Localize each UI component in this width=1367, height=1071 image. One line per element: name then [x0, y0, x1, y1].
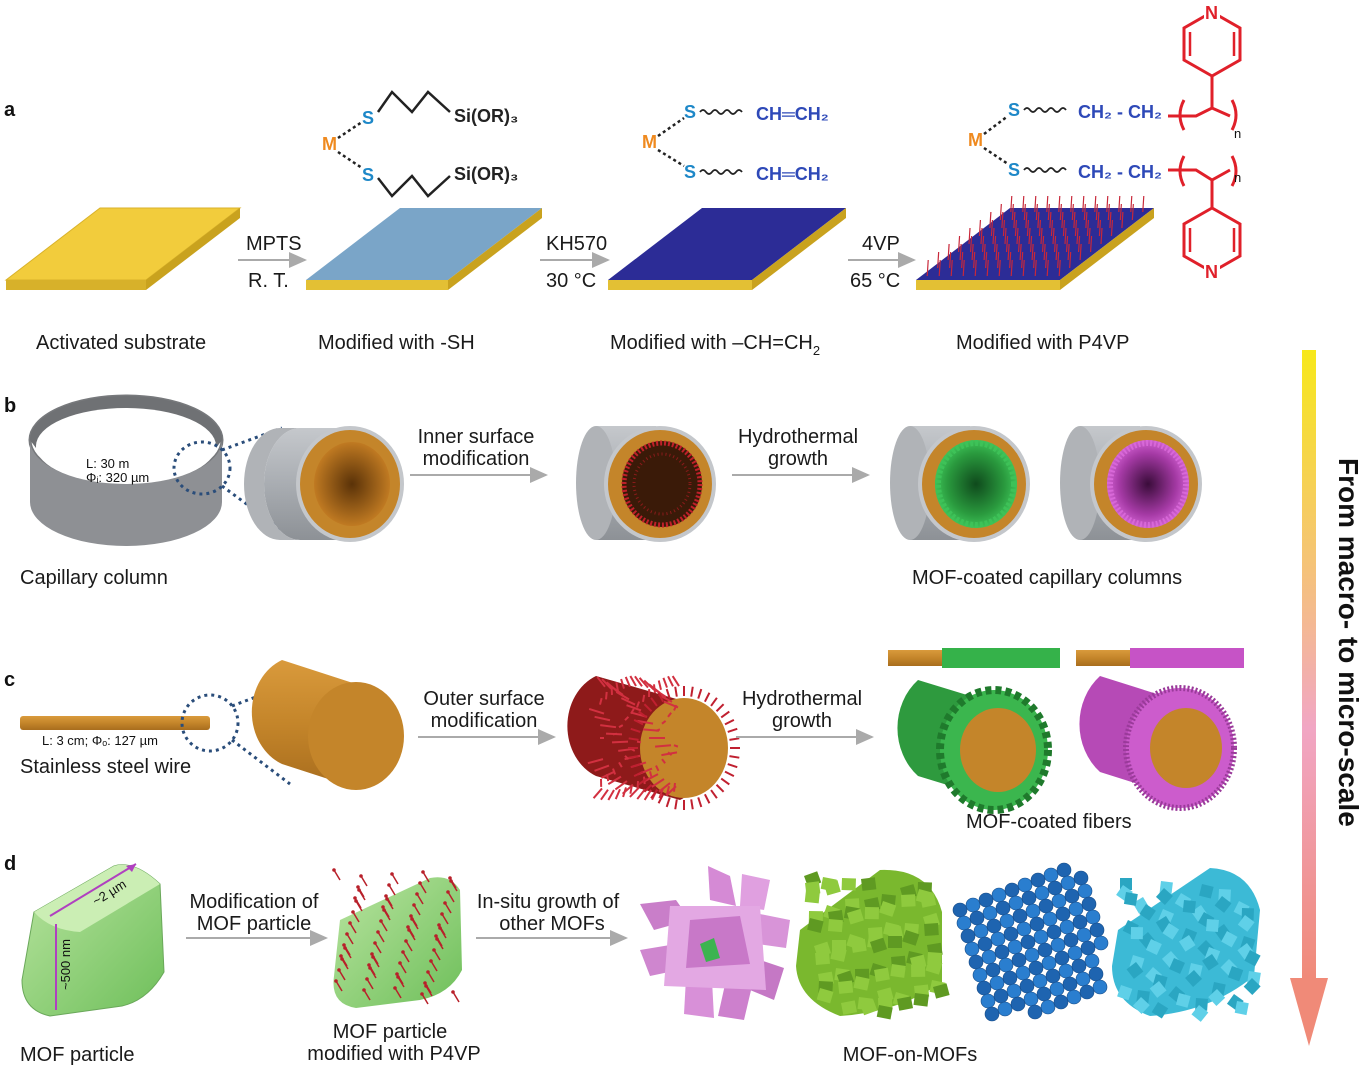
- substrate-vinyl: [608, 208, 846, 290]
- label-modified-vinyl: Modified with –CH=CH2: [610, 332, 820, 358]
- fiber-magenta: [1079, 676, 1237, 811]
- step-hydro-c1: Hydrothermal: [742, 688, 862, 710]
- step-hydro-c2: growth: [772, 710, 832, 732]
- nitrogen-top: N: [1205, 3, 1218, 23]
- step-mod-particle-2: MOF particle: [197, 913, 311, 935]
- zoom-circle-b: [172, 440, 232, 496]
- capillary-tube-modified: [576, 426, 716, 542]
- label-mof-on-mofs: MOF-on-MOFs: [843, 1044, 977, 1066]
- sulfur-v1: S: [684, 102, 696, 122]
- steel-rod-zoom: [251, 660, 404, 790]
- step-insitu-1: In-situ growth of: [477, 891, 620, 913]
- width-label: ~500 nm: [58, 939, 73, 990]
- step-outer-1: Outer surface: [423, 688, 544, 710]
- capillary-diameter: Φᵢ: 320 µm: [86, 470, 149, 485]
- ch2-bottom: CH₂ - CH₂: [1078, 162, 1162, 182]
- label-mof-particle: MOF particle: [20, 1044, 134, 1066]
- zoom-line-c2: [231, 738, 291, 786]
- mof-particle-modified: [332, 868, 462, 1008]
- sulfur-bottom: S: [362, 165, 374, 185]
- step-outer-2: modification: [431, 710, 538, 732]
- vinyl-structure: M S S CH═CH₂ CH═CH₂: [642, 102, 829, 184]
- label-modified-p4vp: Modified with P4VP: [956, 332, 1129, 354]
- label-modified-sh: Modified with -SH: [318, 332, 475, 354]
- step-4vp-top: 4VP: [862, 233, 900, 255]
- step-insitu-2: other MOFs: [499, 913, 605, 935]
- wire-spec: L: 3 cm; Φₒ: 127 µm: [42, 733, 158, 748]
- fiber-green-side: [888, 648, 1060, 668]
- sh-structure: M S S Si(OR)₃ Si(OR)₃: [322, 90, 518, 198]
- metal-m: M: [322, 134, 337, 154]
- mof-on-mof-pink: [640, 866, 790, 1020]
- label-steel-wire: Stainless steel wire: [20, 756, 191, 778]
- sulfur-p1: S: [1008, 100, 1020, 120]
- mof-on-mof-cyan: [1112, 868, 1261, 1022]
- metal-m-3: M: [968, 130, 983, 150]
- repeat-n-top: n: [1234, 126, 1241, 141]
- step-inner-1: Inner surface: [418, 426, 535, 448]
- panel-label-a: a: [4, 99, 16, 121]
- vinyl-top: CH═CH₂: [756, 104, 829, 124]
- sior-top: Si(OR)₃: [454, 106, 518, 126]
- sior-bottom: Si(OR)₃: [454, 164, 518, 184]
- label-mof-capillary: MOF-coated capillary columns: [912, 567, 1182, 589]
- mof-particle: [21, 863, 165, 1017]
- fiber-green: [897, 680, 1052, 814]
- label-mod-particle-2: modified with P4VP: [307, 1043, 480, 1065]
- panel-label-c: c: [4, 669, 15, 691]
- nitrogen-bottom: N: [1205, 262, 1218, 282]
- p4vp-structure: M S S CH₂ - CH₂ CH₂ - CH₂ n n N N: [968, 3, 1242, 282]
- substrate-p4vp: [916, 195, 1154, 290]
- scale-arrow: [1290, 350, 1328, 1046]
- sulfur-top: S: [362, 108, 374, 128]
- label-mof-fibers: MOF-coated fibers: [966, 811, 1132, 833]
- sulfur-v2: S: [684, 162, 696, 182]
- repeat-n-bottom: n: [1234, 170, 1241, 185]
- activated-substrate: [4, 207, 242, 290]
- mof-on-mof-blue: [952, 862, 1109, 1022]
- capillary-tube-green: [890, 426, 1030, 542]
- fiber-magenta-side: [1076, 648, 1244, 668]
- label-activated-substrate: Activated substrate: [36, 332, 206, 354]
- substrate-sh: [306, 208, 542, 290]
- capillary-length: L: 30 m: [86, 456, 129, 471]
- mof-on-mof-green: [796, 869, 950, 1020]
- step-hydro-b2: growth: [768, 448, 828, 470]
- label-capillary: Capillary column: [20, 567, 168, 589]
- sulfur-p2: S: [1008, 160, 1020, 180]
- step-mpts-top: MPTS: [246, 233, 302, 255]
- step-kh570-bottom: 30 °C: [546, 270, 596, 292]
- capillary-tube-magenta: [1060, 426, 1202, 542]
- capillary-tube-bare: [244, 426, 404, 542]
- steel-wire: [20, 716, 210, 730]
- side-title: From macro- to micro-scale: [1333, 458, 1364, 827]
- step-inner-2: modification: [423, 448, 530, 470]
- brush-rod: [567, 675, 740, 810]
- vinyl-bottom: CH═CH₂: [756, 164, 829, 184]
- step-4vp-bottom: 65 °C: [850, 270, 900, 292]
- panel-label-d: d: [4, 853, 16, 875]
- label-mod-particle-1: MOF particle: [333, 1021, 447, 1043]
- panel-label-b: b: [4, 395, 16, 417]
- step-kh570-top: KH570: [546, 233, 607, 255]
- zoom-circle-c: [180, 693, 240, 753]
- ch2-top: CH₂ - CH₂: [1078, 102, 1162, 122]
- capillary-column: [28, 394, 224, 546]
- step-hydro-b1: Hydrothermal: [738, 426, 858, 448]
- step-mod-particle-1: Modification of: [190, 891, 319, 913]
- step-mpts-bottom: R. T.: [248, 270, 289, 292]
- metal-m-2: M: [642, 132, 657, 152]
